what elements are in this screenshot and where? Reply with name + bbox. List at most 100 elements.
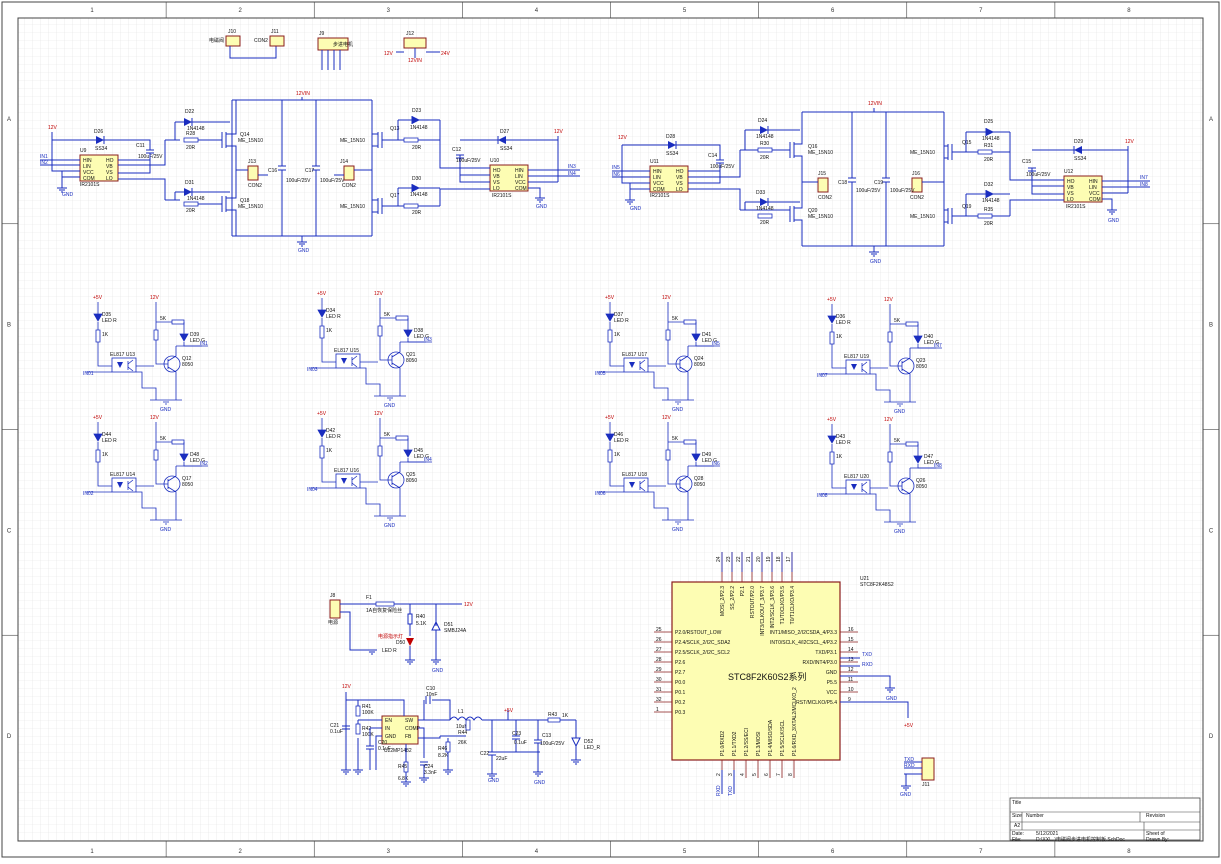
opto-output-net: IN1 [200,341,208,347]
mcu-top-pin-name: P2.1 [740,586,746,597]
u10-pin-lin: LIN [515,174,523,180]
opto-12v: 12V [662,415,672,421]
opto-output-net: IN4 [424,457,432,463]
opto-led-icon [629,482,635,488]
right-rail-12vin: 12VIN [868,101,882,107]
c20-value: 0.1uF [378,746,391,752]
u11-pin-vcc: VCC [653,181,664,187]
right-gnd-b: GND [870,259,882,265]
opto-led-r-ref: D42 [326,428,335,434]
mcu-title: STC8F2K60S2系列 [728,671,807,682]
opto-led-g-ref: D47 [924,454,933,460]
u10-part: IR2101S [492,193,512,199]
zone-col-4: 4 [535,8,539,14]
r34-value: 20R [760,220,770,226]
mcu-net-txd: TXD [862,652,872,658]
opto-led-r-ref: D44 [102,432,111,438]
opto-output-net: IN2 [200,461,208,467]
u12-pin-vs: VS [1067,191,1074,197]
power-input: J8 电源 F1 1A自恢复保险丝 12V R40 5.1K D50 LED R… [328,593,474,674]
mcu-net-5v: +5V [904,723,914,729]
u12-pin-vb: VB [1067,185,1074,191]
q15-part: ME_15N10 [910,150,935,156]
mcu-right-pin-name: P5.5 [827,680,838,686]
q16-ref: Q16 [808,144,818,150]
title-label: Title [1012,800,1021,806]
opto-gnd: GND [160,407,172,413]
red-led-icon [606,314,614,321]
opto-led-icon [117,482,123,488]
c16-value: 100uF/25V [286,178,311,184]
left-gnd-a: GND [62,192,74,198]
u11-pin-hin: HIN [653,169,662,175]
mcu-bottom-pin-num: 3 [728,773,734,776]
r30-value: 20R [412,145,422,151]
mcu-left-pin-num: 31 [656,687,662,693]
mcu-left-pin-num: 25 [656,627,662,633]
u9-pin-com: COM [83,176,95,182]
opto-led-r-value: LED R [614,318,629,324]
d27-part: SS34 [500,146,512,152]
c19-value: 100uF/25V [890,188,915,194]
j11-name: CON2 [254,38,268,44]
opto-transistor-ref: Q21 [406,352,416,358]
opto-ref: EL817 U15 [334,348,359,354]
mcu-left-pin-name: P0.3 [675,710,686,716]
u9-body [79,154,119,182]
zone-col-7: 7 [979,849,983,855]
opto-res-value: 5K [384,312,391,318]
u9-pin-vb: VB [106,164,113,170]
green-led-icon [404,330,412,337]
zone-col-8: 8 [1127,8,1131,14]
left-rail-12vin: 12VIN [296,91,310,97]
r28-value: 20R [186,145,196,151]
f1-value: 1A自恢复保险丝 [366,607,402,614]
mcu-bottom-pin-name: P1.3/MOSI [756,732,762,756]
f1-fuse [375,601,395,607]
opto-transistor-part: 8050 [916,364,927,370]
opto-12v: 12V [150,415,160,421]
zone-col-2: 2 [239,8,243,14]
mcu-net-gnd: GND [886,696,898,702]
opto-r-value: 1K [614,452,621,458]
u10-pin-com: COM [515,186,527,192]
mcu-right-pin-name: INT0/SCLK_4/I2CSCL_4/P3.2 [770,640,837,646]
d27-ref: D27 [500,129,509,135]
prog-header-gnd: GND [900,792,912,798]
q18-part: ME_15N10 [238,204,263,210]
opto-transistor-part: 8050 [694,482,705,488]
u10-pin-vcc: VCC [515,180,526,186]
mcu-bottom-pin-name: P1.0/RXD2 [720,731,726,756]
zone-col-6: 6 [831,8,835,14]
c15-ref: C15 [1022,159,1031,165]
drawn-label: Drawn By: [1146,837,1169,843]
j14-body [343,165,355,181]
opto-ref: EL817 U17 [622,352,647,358]
buck-vout: +5V [504,708,514,714]
d33-ref: D33 [756,190,765,196]
d22-part: 1N4148 [187,126,205,132]
c12-ref: C12 [452,147,461,153]
u11-pin-vb: VB [676,175,683,181]
d28-part: SS34 [666,151,678,157]
mcu-right-pin-num: 11 [848,677,853,683]
d25-part: 1N4148 [982,136,1000,142]
opto-transistor-ref: Q26 [916,478,926,484]
opto-gnd: GND [384,523,396,529]
mcu-top-pin-num: 19 [766,556,772,562]
d26-ref: D26 [94,129,103,135]
opto-res-value: 5K [894,438,901,444]
mcu-bottom-pin-name: P1.6/RXD_3/XTAL2/MCLKO_2 [792,687,798,756]
opto-res-icon [395,435,409,441]
r31-resistor [977,149,993,155]
zone-row-A: A [7,117,11,123]
d30-ref: D30 [412,176,421,182]
buck-gnd-a: GND [488,778,500,784]
r31-value: 20R [984,157,994,163]
r45-value: 6.8K [398,776,409,782]
opto-res-value: 5K [160,436,167,442]
opto-gnd: GND [160,527,172,533]
opto-transistor-part: 8050 [406,358,417,364]
number-label: Number [1026,813,1044,819]
